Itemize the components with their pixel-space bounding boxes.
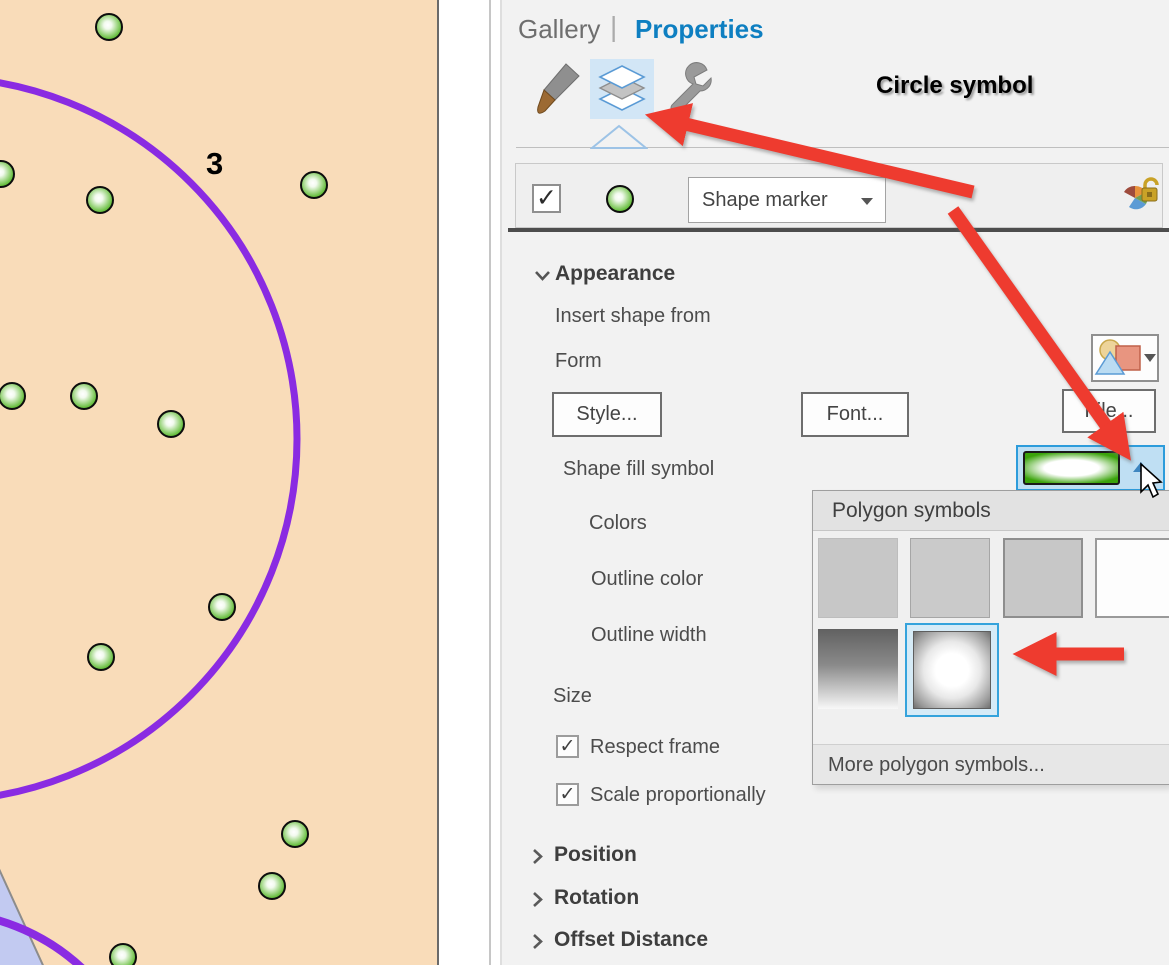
- chevron-expanded-icon[interactable]: [534, 270, 551, 282]
- point-marker: [300, 171, 328, 199]
- section-appearance[interactable]: Appearance: [555, 262, 676, 285]
- wrench-icon: [670, 62, 712, 114]
- label-scale-proportionally: Scale proportionally: [590, 784, 766, 806]
- shapes-gallery-icon: [1094, 339, 1156, 375]
- polygon-swatch-linear-gradient[interactable]: [818, 629, 898, 709]
- map-canvas[interactable]: 3: [0, 0, 439, 965]
- tab-separator: |: [610, 11, 618, 42]
- label-shape-fill-symbol: Shape fill symbol: [563, 458, 715, 480]
- point-marker: [109, 943, 137, 965]
- symbol-layer-row: ✓ Shape marker: [515, 163, 1163, 228]
- section-offset-distance[interactable]: Offset Distance: [554, 928, 709, 951]
- purple-buffer-circle: [0, 79, 301, 799]
- polygon-swatch-gray-20[interactable]: [910, 538, 990, 618]
- layers-icon: [598, 65, 646, 111]
- blue-region-polygon: [0, 868, 44, 965]
- label-insert-shape-from: Insert shape from: [555, 305, 711, 327]
- file-button[interactable]: File...: [1062, 389, 1156, 433]
- point-marker: [258, 872, 286, 900]
- label-colors: Colors: [589, 512, 647, 534]
- label-size: Size: [553, 685, 592, 707]
- scale-proportionally-checkbox[interactable]: ✓: [556, 783, 579, 806]
- polygon-symbols-dropdown: Polygon symbols More polygon symbols...: [812, 490, 1169, 785]
- chevron-collapsed-icon[interactable]: [532, 848, 543, 865]
- tab-structure[interactable]: [660, 59, 716, 119]
- polygon-swatch-gray-10[interactable]: [818, 538, 898, 618]
- point-marker: [208, 593, 236, 621]
- section-position[interactable]: Position: [554, 843, 637, 866]
- annotation-circle-symbol: Circle symbol: [876, 72, 1034, 99]
- gradient-swatch-preview: [913, 631, 991, 709]
- polygon-swatch-buffered-gradient-selected[interactable]: [905, 623, 999, 717]
- panel-divider: [489, 0, 491, 965]
- shape-fill-symbol-swatch-open[interactable]: [1016, 445, 1165, 491]
- chevron-up-icon[interactable]: [1133, 462, 1149, 472]
- label-outline-width: Outline width: [591, 624, 707, 646]
- respect-frame-checkbox[interactable]: ✓: [556, 735, 579, 758]
- section-rotation[interactable]: Rotation: [554, 886, 640, 909]
- shape-gallery-button[interactable]: [1091, 334, 1159, 382]
- layer-type-dropdown[interactable]: Shape marker: [688, 177, 886, 223]
- panel-divider-inner: [500, 0, 502, 965]
- buffer-count-label: 3: [206, 146, 224, 181]
- point-marker: [86, 186, 114, 214]
- chevron-collapsed-icon[interactable]: [532, 933, 543, 950]
- tab-symbol-gallery[interactable]: [530, 59, 586, 119]
- point-marker: [95, 13, 123, 41]
- selected-tab-notch: [590, 124, 648, 149]
- map-vector-layer: [0, 79, 301, 965]
- layer-preview-circle: [606, 185, 634, 213]
- chevron-down-icon: [861, 198, 873, 205]
- polygon-swatch-white[interactable]: [1095, 538, 1169, 618]
- point-marker: [281, 820, 309, 848]
- label-outline-color: Outline color: [591, 568, 704, 590]
- tab-gallery[interactable]: Gallery: [518, 14, 601, 44]
- font-button[interactable]: Font...: [801, 392, 909, 437]
- dropdown-title: Polygon symbols: [813, 491, 1169, 531]
- point-marker: [0, 382, 26, 410]
- style-button[interactable]: Style...: [552, 392, 662, 437]
- point-marker: [70, 382, 98, 410]
- point-marker: [157, 410, 185, 438]
- label-form: Form: [555, 350, 602, 372]
- tab-layers-selected[interactable]: [590, 59, 654, 119]
- tab-properties[interactable]: Properties: [635, 14, 764, 44]
- symbology-properties-panel: Gallery | Properties Circle symbol ✓ Sha…: [502, 0, 1169, 965]
- paintbrush-icon: [537, 63, 580, 114]
- chevron-collapsed-icon[interactable]: [532, 891, 543, 908]
- more-polygon-symbols-link[interactable]: More polygon symbols...: [813, 744, 1169, 784]
- layer-visibility-checkbox[interactable]: ✓: [532, 184, 561, 213]
- section-divider: [508, 228, 1169, 232]
- point-marker: [87, 643, 115, 671]
- green-fill-swatch: [1023, 451, 1120, 485]
- color-lock-icon[interactable]: [1121, 176, 1161, 223]
- polygon-swatch-gray-30[interactable]: [1003, 538, 1083, 618]
- label-respect-frame: Respect frame: [590, 736, 721, 758]
- layer-type-value: Shape marker: [702, 189, 828, 211]
